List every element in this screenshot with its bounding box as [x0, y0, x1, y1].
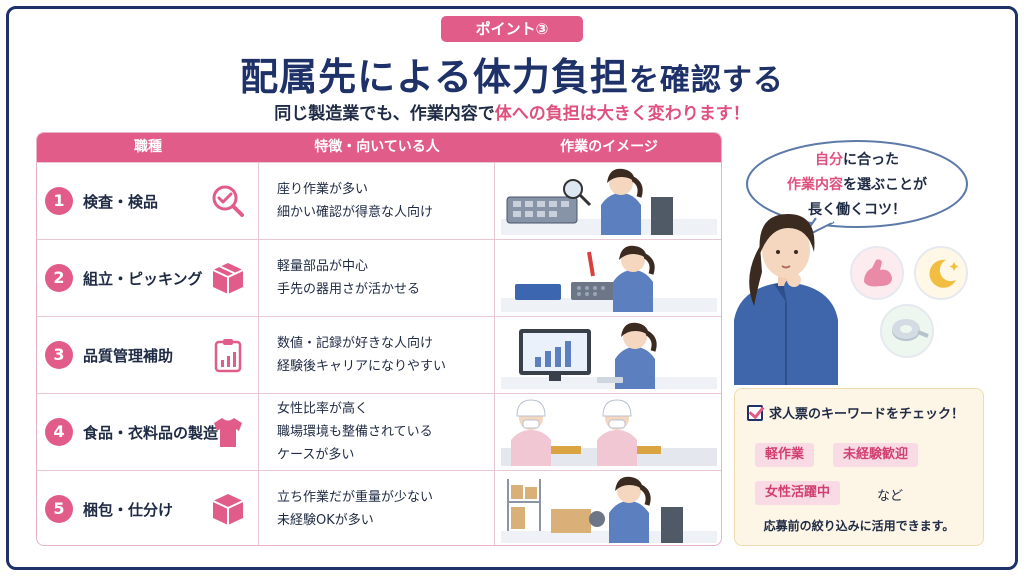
inspection-illustration — [501, 168, 717, 235]
job-cell: 3 品質管理補助 — [37, 317, 259, 393]
row-number: 4 — [45, 418, 73, 446]
keyword-etc: など — [877, 489, 904, 504]
table-row: 1 検査・検品 座り作業が多い 細かい確認が得意な人向け — [37, 162, 721, 239]
feature-text: ケースが多い — [277, 447, 355, 463]
keyword-tag: 女性活躍中 — [755, 481, 841, 505]
keyword-tag: 軽作業 — [755, 443, 815, 467]
keyword-title: 求人票のキーワードをチェック！ — [747, 403, 964, 422]
checkbox-check-icon — [747, 405, 763, 421]
table-row: 4 食品・衣料品の製造 女性比率が高く 職場環境も整備されている ケースが多い — [37, 393, 721, 470]
title-main: 配属先による体力負担 — [240, 55, 629, 99]
table-row: 3 品質管理補助 数値・記録が好きな人向け 経験後キャリアになりやすい — [37, 316, 721, 393]
features-cell: 数値・記録が好きな人向け 経験後キャリアになりやすい — [259, 317, 495, 393]
bubble-highlight: 自分 — [815, 152, 843, 168]
muscle-icon — [850, 246, 904, 300]
feature-text: 数値・記録が好きな人向け — [277, 336, 434, 351]
subtitle-highlight: 体への負担は大きく変わります！ — [494, 104, 750, 124]
row-number: 1 — [45, 187, 73, 215]
job-cell: 4 食品・衣料品の製造 — [37, 394, 259, 470]
image-cell — [495, 317, 721, 393]
job-name: 品質管理補助 — [83, 347, 174, 365]
features-cell: 座り作業が多い 細かい確認が得意な人向け — [259, 163, 495, 239]
tshirt-icon — [214, 418, 242, 447]
row-number: 2 — [45, 264, 73, 292]
quality-control-illustration — [501, 322, 717, 389]
features-cell: 女性比率が高く 職場環境も整備されている ケースが多い — [259, 394, 495, 470]
row-number: 3 — [45, 341, 73, 369]
point-badge: ポイント③ — [441, 16, 583, 42]
feature-text: 職場環境も整備されている — [277, 424, 433, 440]
feature-text: 経験後キャリアになりやすい — [277, 359, 447, 374]
bubble-text: 自分に合った 作業内容を選ぶことが 長く働くコツ！ — [744, 148, 970, 223]
job-cell: 5 梱包・仕分け — [37, 471, 259, 545]
image-cell — [495, 471, 721, 545]
keyword-tag: 未経験歓迎 — [833, 443, 919, 467]
package-icon — [212, 494, 244, 525]
bubble-highlight: 作業内容 — [787, 177, 843, 193]
magnifier-check-icon — [212, 185, 244, 217]
packing-illustration — [501, 476, 717, 543]
feature-text: 立ち作業だが重量が少ない — [277, 490, 434, 505]
keyword-title-text: 求人票のキーワードをチェック！ — [769, 407, 965, 422]
box-icon — [212, 263, 244, 294]
features-cell: 軽量部品が中心 手先の器用さが活かせる — [259, 240, 495, 316]
features-cell: 立ち作業だが重量が少ない 未経験OKが多い — [259, 471, 495, 545]
page-title: 配属先による体力負担を確認する — [0, 46, 1024, 101]
table-row: 5 梱包・仕分け 立ち作業だが重量が少ない 未経験OKが多い — [37, 470, 721, 545]
feature-text: 軽量部品が中心 — [277, 259, 369, 274]
job-cell: 2 組立・ピッキング — [37, 240, 259, 316]
feature-text: 女性比率が高く — [277, 401, 369, 417]
job-name: 梱包・仕分け — [83, 501, 174, 519]
image-cell — [495, 394, 721, 470]
job-table: 職種 特徴・向いている人 作業のイメージ 1 検査・検品 座り作業が多い 細かい… — [36, 132, 722, 546]
bubble-plain: 長く働くコツ！ — [808, 202, 906, 218]
subtitle-plain: 同じ製造業でも、作業内容で — [274, 104, 495, 124]
woman-thinking-illustration — [734, 214, 838, 385]
tape-icon — [880, 304, 934, 358]
table-header: 職種 特徴・向いている人 作業のイメージ — [37, 133, 721, 162]
assembly-illustration — [501, 245, 717, 312]
page-subtitle: 同じ製造業でも、作業内容で体への負担は大きく変わります！ — [0, 99, 1024, 124]
job-name: 検査・検品 — [83, 193, 159, 211]
keyword-panel: 求人票のキーワードをチェック！ 軽作業 未経験歓迎 女性活躍中 など 応募前の絞… — [734, 388, 984, 546]
bubble-plain: を選ぶことが — [843, 177, 927, 193]
job-name: 組立・ピッキング — [83, 270, 203, 288]
clipboard-chart-icon — [214, 339, 242, 373]
title-tail: を確認する — [628, 63, 784, 98]
feature-text: 手先の器用さが活かせる — [277, 282, 421, 297]
header-image: 作業のイメージ — [560, 139, 658, 155]
bubble-plain: に合った — [843, 152, 899, 168]
feature-text: 細かい確認が得意な人向け — [277, 205, 434, 220]
image-cell — [495, 240, 721, 316]
job-cell: 1 検査・検品 — [37, 163, 259, 239]
food-production-illustration — [501, 399, 717, 466]
header-job: 職種 — [134, 139, 162, 155]
image-cell — [495, 163, 721, 239]
feature-text: 座り作業が多い — [277, 182, 369, 197]
header-features: 特徴・向いている人 — [314, 139, 440, 155]
keyword-note: 応募前の絞り込みに活用できます。 — [763, 519, 955, 533]
job-name: 食品・衣料品の製造 — [83, 424, 219, 442]
table-row: 2 組立・ピッキング 軽量部品が中心 手先の器用さが活かせる — [37, 239, 721, 316]
feature-text: 未経験OKが多い — [277, 513, 374, 528]
row-number: 5 — [45, 495, 73, 523]
moon-icon — [914, 246, 968, 300]
